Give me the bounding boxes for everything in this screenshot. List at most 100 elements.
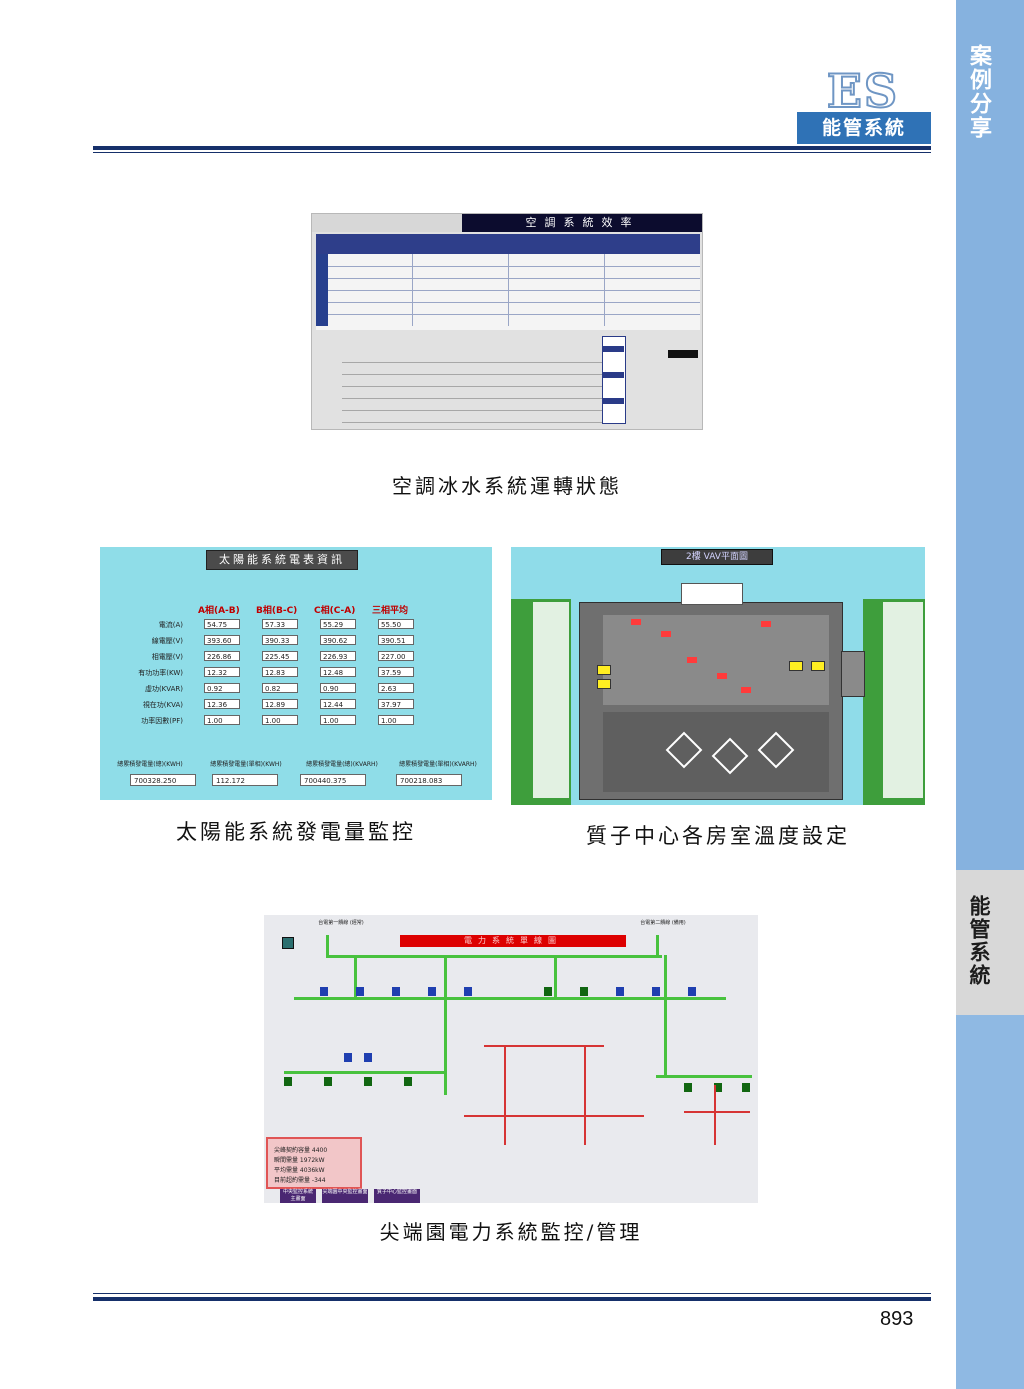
floor-plan-rooms xyxy=(603,615,829,705)
table-divider xyxy=(412,254,413,326)
branch-line xyxy=(354,955,357,997)
screen-title: 2樓 VAV平面圖 xyxy=(661,549,773,565)
breaker xyxy=(652,987,660,996)
table-row xyxy=(342,386,602,387)
solar-total-label: 總累積發電量(總)(KVARH) xyxy=(306,761,378,768)
side-tab-lower xyxy=(956,1015,1024,1389)
section-header-label: 能管系統 xyxy=(797,112,931,144)
floor-plan-hall xyxy=(603,712,829,792)
figure-caption-vav: 質子中心各房室溫度設定 xyxy=(586,824,850,848)
room-values-left xyxy=(533,602,569,798)
branch-line xyxy=(664,955,667,1075)
solar-row-label: 虛功(KVAR) xyxy=(144,685,183,693)
solar-cell: 12.44 xyxy=(320,699,356,709)
solar-cell: 12.36 xyxy=(204,699,240,709)
table-row xyxy=(328,290,700,291)
breaker xyxy=(688,987,696,996)
solar-total-value: 700218.083 xyxy=(396,774,462,786)
home-icon[interactable] xyxy=(282,937,294,949)
status-cell xyxy=(602,398,624,404)
chiller-efficiency-screenshot: 空調系統效率 xyxy=(311,213,703,430)
solar-cell: 0.90 xyxy=(320,683,356,693)
figure-caption-chiller: 空調冰水系統運轉狀態 xyxy=(392,474,622,498)
feeder-line xyxy=(656,935,659,955)
solar-cell: 1.00 xyxy=(204,715,240,725)
solar-cell: 55.29 xyxy=(320,619,356,629)
distribution-bus xyxy=(294,997,726,1000)
solar-row-label: 視在功(KVA) xyxy=(142,701,183,709)
solar-cell: 55.50 xyxy=(378,619,414,629)
solar-total-label: 總累積發電量(單相)(KWH) xyxy=(210,761,282,768)
low-voltage-bus-right xyxy=(656,1075,752,1078)
solar-cell: 2.63 xyxy=(378,683,414,693)
floor-plan-wing xyxy=(841,651,865,697)
breaker xyxy=(404,1077,412,1086)
feeder-label-right: 台電第二饋線 (備用) xyxy=(640,920,686,926)
table-row xyxy=(342,398,602,399)
solar-cell: 1.00 xyxy=(262,715,298,725)
solar-col-header: A相(A-B) xyxy=(198,606,240,616)
room-temp-box xyxy=(717,673,727,679)
room-temp-box xyxy=(661,631,671,637)
screen-title: 空調系統效率 xyxy=(462,214,702,232)
solar-cell: 12.48 xyxy=(320,667,356,677)
solar-row-label: 線電壓(V) xyxy=(151,637,183,645)
efficiency-table-side xyxy=(316,254,328,326)
emergency-line xyxy=(504,1045,506,1145)
table-row xyxy=(328,314,700,315)
solar-col-header: B相(B-C) xyxy=(256,606,298,616)
solar-col-header: 三相平均 xyxy=(372,606,409,616)
vav-box xyxy=(597,665,611,675)
solar-total-label: 總累積發電量(單相)(KVARH) xyxy=(399,761,477,768)
solar-cell: 12.83 xyxy=(262,667,298,677)
main-screen-button[interactable]: 中央監控系統 主畫面 xyxy=(280,1189,316,1203)
solar-cell: 0.82 xyxy=(262,683,298,693)
breaker xyxy=(428,987,436,996)
efficiency-table-header xyxy=(316,234,700,254)
breaker xyxy=(684,1083,692,1092)
vav-box xyxy=(811,661,825,671)
solar-cell: 37.59 xyxy=(378,667,414,677)
emergency-line xyxy=(584,1045,586,1145)
breaker xyxy=(284,1077,292,1086)
campus-monitor-button[interactable]: 尖端園中央監控畫面 xyxy=(322,1189,368,1203)
solar-cell: 1.00 xyxy=(320,715,356,725)
status-cell xyxy=(602,372,624,378)
solar-total-value: 700440.375 xyxy=(300,774,366,786)
breaker xyxy=(324,1077,332,1086)
table-row xyxy=(328,266,700,267)
breaker xyxy=(356,987,364,996)
breaker xyxy=(714,1083,722,1092)
solar-row-label: 電流(A) xyxy=(158,621,183,629)
room-temp-box xyxy=(741,687,751,693)
page-number: 893 xyxy=(880,1308,914,1330)
solar-total-value: 700328.250 xyxy=(130,774,196,786)
footer-rule xyxy=(93,1297,931,1301)
table-divider xyxy=(604,254,605,326)
table-divider xyxy=(508,254,509,326)
side-tab-upper xyxy=(956,0,1024,870)
branch-line xyxy=(444,955,447,1095)
solar-cell: 227.00 xyxy=(378,651,414,661)
side-tab-middle xyxy=(956,870,1024,1015)
solar-cell: 225.45 xyxy=(262,651,298,661)
demand-contract: 尖峰契約容量 4400 xyxy=(274,1147,328,1154)
table-row xyxy=(328,302,700,303)
side-tab-case-label: 案例分享 xyxy=(966,44,991,140)
emergency-line xyxy=(714,1085,716,1145)
room-values-right xyxy=(883,602,923,798)
figure-caption-solar: 太陽能系統發電量監控 xyxy=(176,820,416,844)
screen-title: 太陽能系統電表資訊 xyxy=(206,550,358,570)
solar-cell: 12.32 xyxy=(204,667,240,677)
solar-total-value: 112.172 xyxy=(212,774,278,786)
breaker xyxy=(364,1053,372,1062)
solar-cell: 226.86 xyxy=(204,651,240,661)
solar-cell: 390.51 xyxy=(378,635,414,645)
breaker xyxy=(616,987,624,996)
main-bus xyxy=(326,955,662,958)
figure-caption-power: 尖端園電力系統監控/管理 xyxy=(379,1220,643,1244)
solar-meter-screenshot: 太陽能系統電表資訊 A相(A-B) B相(B-C) C相(C-A) 三相平均 電… xyxy=(100,547,492,800)
breaker xyxy=(364,1077,372,1086)
proton-monitor-button[interactable]: 質子中心監控畫面 xyxy=(374,1189,420,1203)
demand-average: 平均需量 4036kW xyxy=(274,1167,325,1174)
